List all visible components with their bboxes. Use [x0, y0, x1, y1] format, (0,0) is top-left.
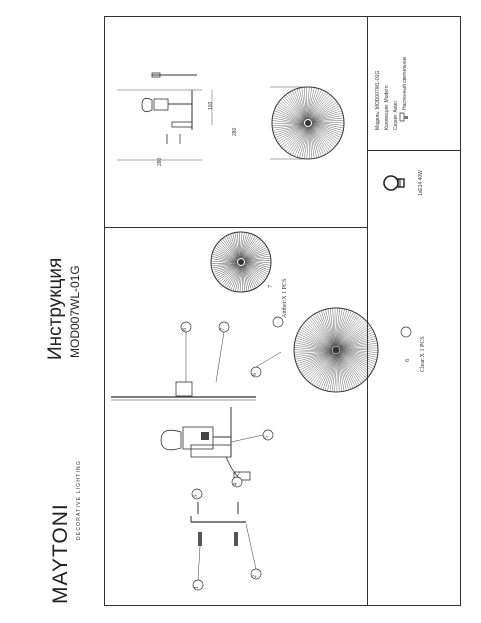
callout-6: 6	[252, 373, 258, 376]
callout-8: 8	[182, 328, 188, 331]
page-model: MOD007WL-01G	[68, 265, 82, 358]
model-line: Модель: MOD007WL-01G	[375, 70, 381, 130]
callout-1: 1	[194, 586, 200, 589]
wall-lamp-icon	[399, 112, 408, 122]
bulb-icon	[383, 175, 405, 191]
brand-logo: MAYTONI	[49, 503, 72, 604]
page-title: Инструкция	[45, 257, 66, 360]
drawing-frame	[104, 16, 461, 606]
titleblock-divider	[367, 150, 461, 151]
type-line: Настенный светильник	[402, 56, 408, 110]
exploded-assembly-drawing	[111, 231, 412, 591]
brand-tagline: DECORATIVE LIGHTING	[76, 460, 82, 540]
callout-5: 5	[264, 436, 270, 439]
callout-3: 3	[193, 495, 199, 498]
callout-7: 7	[220, 328, 226, 331]
callout-4: 4	[233, 483, 239, 486]
amber-shade-note: Amber:X 1 PCS	[282, 278, 288, 318]
bulb-spec: 1xE14 40W	[418, 170, 424, 196]
shade-front-view	[270, 86, 345, 160]
width-dimension: 280	[157, 157, 163, 166]
callout-2: 2	[252, 575, 258, 578]
height-dimension: 103	[208, 101, 214, 110]
diameter-dimension: 280	[232, 127, 238, 136]
side-view-drawing	[117, 72, 213, 161]
top-section-divider	[104, 227, 367, 228]
clear-shade-note: Clear:X 1 PCS	[420, 336, 426, 372]
collection-line: Коллекция: Modern	[384, 85, 390, 130]
callout-6-shade: 6	[405, 359, 411, 362]
callout-7-shade: 7	[268, 285, 274, 288]
section-divider	[367, 16, 368, 606]
